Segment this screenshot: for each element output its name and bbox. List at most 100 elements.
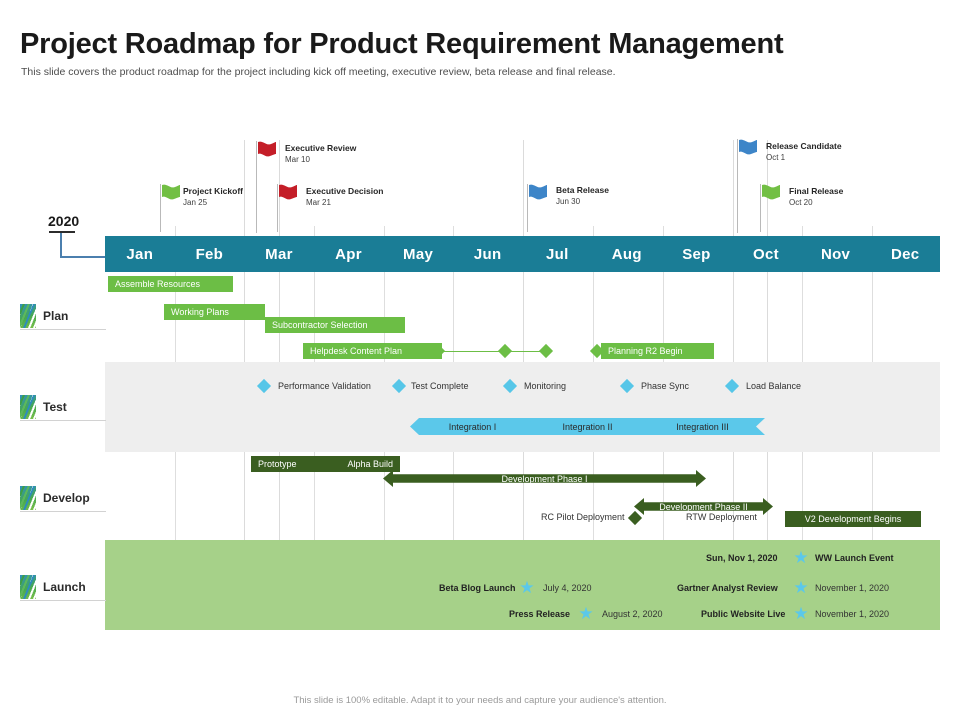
develop-diamond-rc-pilot[interactable]: [627, 510, 643, 526]
bar-label: Helpdesk Content Plan: [310, 346, 403, 356]
plan-bar-subcontractor-selection[interactable]: Subcontractor Selection: [265, 317, 405, 333]
month-oct[interactable]: Oct: [753, 245, 779, 263]
flag-icon: [279, 184, 297, 200]
flag-icon: [739, 139, 757, 155]
flag-pole: [760, 184, 761, 232]
row-label-text: Plan: [43, 309, 69, 323]
year-connector-vertical: [60, 233, 62, 257]
develop-bar-development-phase-ii[interactable]: Development Phase II: [634, 498, 773, 515]
row-label-text: Test: [43, 400, 67, 414]
year-label: 2020: [48, 213, 80, 229]
month-jun[interactable]: Jun: [473, 245, 502, 263]
launch-date-beta-blog-launch: July 4, 2020: [543, 583, 592, 593]
flag-pole: [737, 139, 738, 233]
footer-note: This slide is 100% editable. Adapt it to…: [293, 695, 667, 706]
bar-label: Planning R2 Begin: [608, 346, 683, 356]
milestone-name: Release Candidate: [766, 141, 842, 151]
month-feb[interactable]: Feb: [195, 245, 224, 263]
star-icon[interactable]: ★: [519, 578, 535, 597]
develop-marker-rc-pilot-deployment: RC Pilot Deployment: [541, 512, 625, 522]
plan-bar-assemble-resources[interactable]: Assemble Resources: [108, 276, 233, 292]
develop-bar-development-phase-i[interactable]: Development Phase I: [383, 470, 706, 487]
month-may[interactable]: May: [403, 245, 434, 263]
flag-icon: [258, 141, 276, 157]
test-marker-performance-validation: Performance Validation: [278, 381, 371, 391]
page-title: Project Roadmap for Product Requirement …: [20, 28, 784, 60]
flag-pole: [277, 184, 278, 232]
launch-name-public-website-live: Public Website Live: [701, 609, 786, 619]
bar-label: Assemble Resources: [115, 279, 201, 289]
chevron-label: Integration III: [676, 421, 729, 432]
launch-row-background: [105, 540, 940, 630]
milestone-name: Executive Review: [285, 143, 357, 153]
test-marker-test-complete: Test Complete: [411, 381, 469, 391]
bar-label: Development Phase I: [501, 473, 588, 484]
row-label-test[interactable]: Test: [20, 394, 106, 421]
plan-connector-line: [428, 350, 550, 352]
launch-name-gartner-analyst-review: Gartner Analyst Review: [677, 583, 778, 593]
flag-pole: [527, 184, 528, 232]
bar-label: Development Phase II: [659, 501, 748, 512]
flag-pole: [256, 141, 257, 233]
bar-label: Working Plans: [171, 307, 229, 317]
milestone-date: Jun 30: [556, 197, 581, 206]
row-label-launch[interactable]: Launch: [20, 574, 106, 601]
stripes-icon: [20, 575, 36, 599]
month-jan[interactable]: Jan: [126, 245, 154, 263]
page-subtitle: This slide covers the product roadmap fo…: [21, 66, 616, 78]
row-label-develop[interactable]: Develop: [20, 485, 106, 512]
plan-bar-planning-r2-begin[interactable]: Planning R2 Begin: [601, 343, 714, 359]
launch-name-beta-blog-launch: Beta Blog Launch: [439, 583, 516, 593]
test-chevron-integration-i[interactable]: Integration I: [410, 418, 535, 435]
plan-diamond-2[interactable]: [497, 343, 513, 359]
month-apr[interactable]: Apr: [335, 245, 362, 263]
chevron-label: Integration I: [448, 421, 497, 432]
month-mar[interactable]: Mar: [265, 245, 293, 263]
milestone-name: Executive Decision: [306, 186, 384, 196]
milestone-name: Final Release: [789, 186, 844, 196]
row-label-text: Develop: [43, 491, 90, 505]
bar-label: Subcontractor Selection: [272, 320, 368, 330]
plan-diamond-3[interactable]: [538, 343, 554, 359]
test-marker-monitoring: Monitoring: [524, 381, 567, 391]
milestone-date: Mar 10: [285, 155, 310, 164]
launch-date-press-release: August 2, 2020: [602, 609, 663, 619]
develop-bar-prototype-alpha-build[interactable]: Prototype Alpha Build: [251, 456, 400, 472]
month-sep[interactable]: Sep: [682, 245, 711, 263]
year-connector-horizontal: [60, 256, 105, 258]
milestone-name: Project Kickoff: [183, 186, 243, 196]
plan-bar-helpdesk-content-plan[interactable]: Helpdesk Content Plan: [303, 343, 442, 359]
bar-label-right: Alpha Build: [347, 459, 393, 469]
test-marker-phase-sync: Phase Sync: [641, 381, 690, 391]
star-icon[interactable]: ★: [793, 604, 809, 623]
launch-name-press-release: Press Release: [509, 609, 571, 619]
flag-icon: [529, 184, 547, 200]
milestone-name: Beta Release: [556, 185, 609, 195]
milestone-date: Mar 21: [306, 198, 331, 207]
milestone-date: Oct 20: [789, 198, 813, 207]
plan-bar-working-plans[interactable]: Working Plans: [164, 304, 265, 320]
test-chevron-integration-ii[interactable]: Integration II: [525, 418, 650, 435]
star-icon[interactable]: ★: [578, 604, 594, 623]
milestone-date: Oct 1: [766, 153, 786, 162]
month-aug[interactable]: Aug: [611, 245, 642, 263]
flag-pole: [160, 184, 161, 232]
row-label-plan[interactable]: Plan: [20, 303, 106, 330]
test-chevron-integration-iii[interactable]: Integration III: [640, 418, 765, 435]
month-header-bar: Jan Feb Mar Apr May Jun Jul Aug Sep Oct …: [105, 236, 940, 272]
stripes-icon: [20, 395, 36, 419]
launch-date-ww-launch-event: Sun, Nov 1, 2020: [706, 553, 778, 563]
bar-label-left: Prototype: [258, 459, 297, 469]
chevron-label: Integration II: [562, 421, 613, 432]
month-dec[interactable]: Dec: [890, 245, 920, 263]
bar-label: V2 Development Begins: [804, 514, 902, 524]
star-icon[interactable]: ★: [793, 578, 809, 597]
year-underline: [49, 231, 75, 233]
month-nov[interactable]: Nov: [820, 245, 851, 263]
develop-bar-v2-development-begins[interactable]: V2 Development Begins: [785, 511, 921, 527]
month-jul[interactable]: Jul: [545, 245, 569, 263]
star-icon[interactable]: ★: [793, 548, 809, 567]
test-row-background: [105, 362, 940, 452]
flag-icon: [762, 184, 780, 200]
